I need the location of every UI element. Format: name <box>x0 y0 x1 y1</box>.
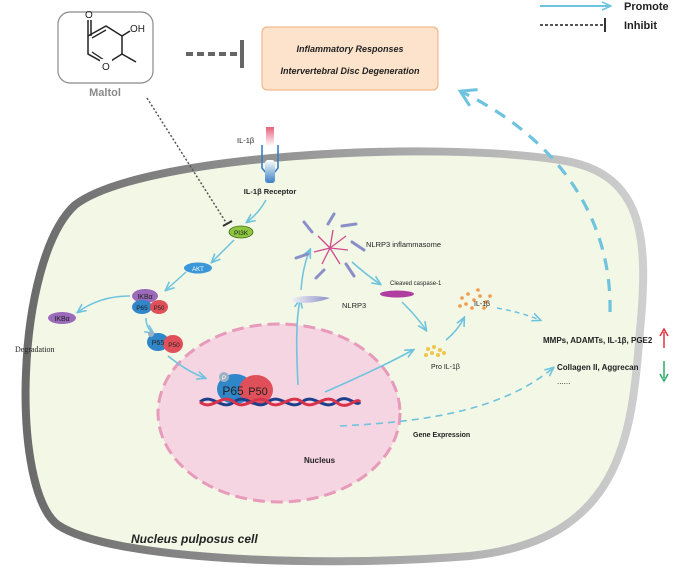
inflammasome-label: NLRP3 inflammasome <box>366 240 441 249</box>
dimer-nuclear-arrow <box>167 355 205 378</box>
proil1b-il1b-arrow <box>445 318 464 341</box>
nucleus-nlrp3-arrow <box>297 300 300 386</box>
ikba-label: IKBα <box>137 294 152 301</box>
ring-oxygen-label: O <box>102 62 110 73</box>
ikba-p65-p50-complex: IKBα P65 P50 <box>132 289 168 314</box>
dna-helix <box>199 397 362 407</box>
pi3k-label: PI3K <box>234 230 249 237</box>
cell-label: Nucleus pulposus cell <box>131 532 258 546</box>
pi3k-akt-arrow <box>212 239 235 262</box>
il1b-label: IL-1β <box>474 301 490 308</box>
nuclear-p50-label: P50 <box>248 386 268 398</box>
dimer-p65-label: P65 <box>152 340 165 347</box>
pro-il1b-icon <box>424 345 446 357</box>
nucleus-proil1b-arrow <box>324 350 413 393</box>
nlrp3-assembly-arrow <box>300 250 310 291</box>
pi3k-node <box>228 225 254 239</box>
legend-promote-label: Promote <box>624 1 669 13</box>
maltol-label: Maltol <box>89 87 121 99</box>
receptor-label: IL-1β Receptor <box>244 187 297 196</box>
p65-p50-dimer-nucleus: P P65 P50 <box>217 372 273 405</box>
pro-il1b-label: Pro IL-1β <box>431 364 460 371</box>
akt-node <box>184 262 212 274</box>
legend: Promote Inhibit <box>540 1 669 32</box>
il1b-effects-arrow <box>496 307 540 320</box>
nucleus-label: Nucleus <box>304 456 336 465</box>
nucleus-envelope <box>156 322 402 504</box>
carbonyl-oxygen-label: O <box>85 10 93 21</box>
receptor-pi3k-arrow <box>247 199 267 222</box>
maltol-pi3k-inhibit <box>146 97 228 225</box>
outcome-idd: Intervertebral Disc Degeneration <box>280 66 420 76</box>
hydroxyl-label: OH <box>130 24 145 35</box>
complex-ikba-arrow <box>78 295 131 312</box>
gene-expression-label: Gene Expression <box>413 432 470 439</box>
cleaved-caspase-1-icon <box>380 290 414 298</box>
outcome-inflammatory: Inflammatory Responses <box>296 44 403 54</box>
ligand-label: IL-1β <box>237 136 255 145</box>
il1b-receptor-icon <box>265 160 275 183</box>
inflammasome-caspase-arrow <box>351 261 380 284</box>
nlrp3-label: NLRP3 <box>342 301 366 310</box>
complex-p65-label: P65 <box>136 305 148 312</box>
p65-p50-dimer-cytoplasm: P65 P50 <box>147 331 183 353</box>
gene-expression-arrow <box>339 368 553 427</box>
phospho-label: P <box>222 376 226 382</box>
effects-outcome-arrow <box>457 88 612 313</box>
akt-label: AKT <box>192 267 204 273</box>
caspase-proil1b-arrow <box>401 301 426 330</box>
maltol-structure: O OH O <box>57 10 154 84</box>
nlrp3-inflammasome-icon <box>294 212 366 280</box>
free-ikba-node <box>48 312 76 324</box>
il1b-ligand-icon <box>266 127 274 146</box>
nuclear-p65-label: P65 <box>222 384 244 398</box>
degradation-label: Degradation <box>15 345 55 354</box>
dimer-p50-label: P50 <box>168 342 180 349</box>
effects-ellipsis: ...... <box>557 377 570 386</box>
akt-complex-arrow <box>166 271 187 290</box>
effects-upregulated: MMPs, ADAMTs, IL-1β, PGE2 <box>543 336 653 345</box>
complex-p50-label: P50 <box>154 306 165 312</box>
caspase-label: Cleaved caspase-1 <box>390 281 442 287</box>
free-ikba-label: IKBα <box>54 316 69 323</box>
legend-inhibit-label: Inhibit <box>624 20 657 32</box>
effects-downregulated: Collagen II, Aggrecan <box>557 363 639 372</box>
mature-il1b-icon <box>458 288 492 310</box>
nlrp3-monomer-icon <box>292 296 330 303</box>
outcome-box <box>261 26 439 91</box>
maltol-box <box>57 11 154 84</box>
